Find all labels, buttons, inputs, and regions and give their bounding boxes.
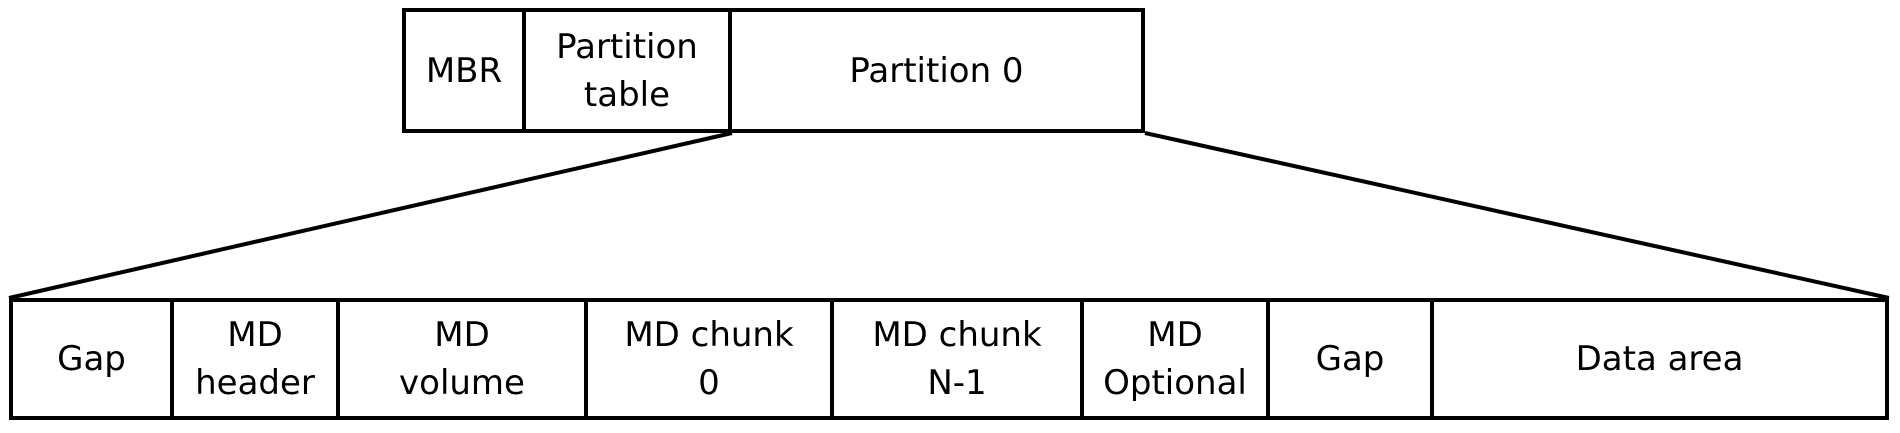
disk-cell-partition-0[interactable]: Partition 0 xyxy=(728,8,1145,133)
callout-line-right xyxy=(1144,131,1890,300)
partition-cell-data-area-label: Data area xyxy=(1575,339,1744,379)
partition-cell-md-header-label: MD header xyxy=(195,315,315,403)
disk-cell-mbr[interactable]: MBR xyxy=(402,8,526,133)
disk-cell-partition-0-label: Partition 0 xyxy=(849,50,1024,91)
callout-line-left xyxy=(8,131,733,300)
partition-cell-md-optional-label: MD Optional xyxy=(1103,315,1247,403)
partition-cell-md-chunk-0-label: MD chunk 0 xyxy=(624,315,794,403)
disk-cell-partition-table[interactable]: Partition table xyxy=(522,8,732,133)
partition-cell-md-volume-label: MD volume xyxy=(399,315,525,403)
partition-cell-gap-left-label: Gap xyxy=(57,339,126,379)
partition-cell-md-chunk-0[interactable]: MD chunk 0 xyxy=(584,298,834,420)
partition-cell-data-area[interactable]: Data area xyxy=(1430,298,1889,420)
partition-cell-md-header[interactable]: MD header xyxy=(170,298,340,420)
partition-cell-md-chunk-n-1[interactable]: MD chunk N-1 xyxy=(830,298,1084,420)
disk-cell-partition-table-label: Partition table xyxy=(556,26,698,115)
partition-cell-gap-left[interactable]: Gap xyxy=(9,298,174,420)
partition-0-layout-row: Gap MD header MD volume MD chunk 0 MD ch… xyxy=(9,298,1889,420)
partition-cell-md-chunk-n-1-label: MD chunk N-1 xyxy=(872,315,1042,403)
partition-cell-gap-right[interactable]: Gap xyxy=(1266,298,1434,420)
partition-cell-md-optional[interactable]: MD Optional xyxy=(1080,298,1270,420)
partition-cell-gap-right-label: Gap xyxy=(1315,339,1385,379)
disk-cell-mbr-label: MBR xyxy=(425,50,503,91)
partition-cell-md-volume[interactable]: MD volume xyxy=(336,298,588,420)
whole-disk-layout-row: MBR Partition table Partition 0 xyxy=(402,8,1145,133)
